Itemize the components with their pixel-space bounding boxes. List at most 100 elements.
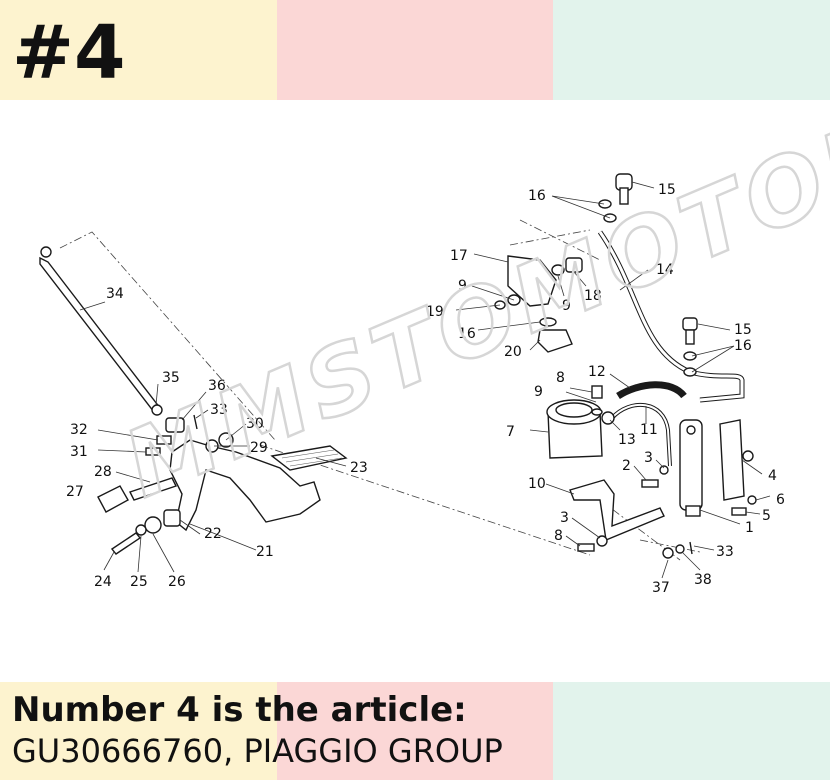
fluid-reservoir-7 xyxy=(546,399,603,459)
callout-label: 33 xyxy=(716,544,734,560)
callout-label: 22 xyxy=(204,526,222,542)
pushrod-34 xyxy=(39,246,162,413)
callout-label: 17 xyxy=(450,248,468,264)
callout-label: 8 xyxy=(556,370,565,386)
bolt-24 xyxy=(110,532,142,555)
split-pin-33-right xyxy=(689,541,693,555)
callout-label: 29 xyxy=(250,440,268,456)
callout-label: 15 xyxy=(734,322,752,338)
alignment-line-upper xyxy=(509,219,601,261)
callout-labels: 1 2 3 3 3 4 5 6 7 8 8 9 9 9 10 11 12 13 … xyxy=(66,182,785,596)
callout-label: 18 xyxy=(584,288,602,304)
callout-label: 33 xyxy=(210,402,228,418)
footer-band-pink xyxy=(276,682,554,780)
banjo-bolt-15-lower xyxy=(682,317,698,345)
callout-label: 32 xyxy=(70,422,88,438)
callout-label: 27 xyxy=(66,484,84,500)
footer-band xyxy=(0,682,830,780)
washer-9-lower xyxy=(551,264,565,276)
fitting-18 xyxy=(565,257,583,273)
bracket-4-stud xyxy=(742,450,754,462)
article-caption: Number 4 is the article: GU30666760, PIA… xyxy=(12,690,503,772)
clevis-36 xyxy=(165,417,185,433)
callout-label: 3 xyxy=(644,450,653,466)
callout-label: 12 xyxy=(588,364,606,380)
bushing-22 xyxy=(163,509,181,527)
washer-3-lower xyxy=(596,535,608,547)
callout-label: 16 xyxy=(734,338,752,354)
washer-16-lower-a xyxy=(683,351,697,361)
callout-label: 6 xyxy=(776,492,785,508)
caption-article-number: GU30666760, PIAGGIO GROUP xyxy=(12,732,503,770)
callout-label: 23 xyxy=(350,460,368,476)
leader-lines xyxy=(79,181,771,579)
split-pin-33-left xyxy=(193,414,198,430)
callout-label: 26 xyxy=(168,574,186,590)
callout-label: 9 xyxy=(458,278,467,294)
callout-label: 1 xyxy=(745,520,754,536)
callout-label: 19 xyxy=(426,304,444,320)
bolt-32 xyxy=(156,435,172,445)
footer-band-yellow xyxy=(0,682,277,780)
pedal-pad-23 xyxy=(270,445,348,471)
header-band-mint xyxy=(553,0,830,100)
callout-label: 2 xyxy=(622,458,631,474)
master-cylinder-1 xyxy=(679,419,703,517)
callout-label: 24 xyxy=(94,574,112,590)
callout-label: 9 xyxy=(534,384,543,400)
callout-label: 38 xyxy=(694,572,712,588)
hose-sleeve-12 xyxy=(616,381,687,400)
callout-label: 28 xyxy=(94,464,112,480)
callout-label: 20 xyxy=(504,344,522,360)
bracket-17 xyxy=(507,255,557,307)
bolt-8-upper xyxy=(591,385,603,399)
bolt-8-lower xyxy=(577,543,595,552)
alignment-line-center xyxy=(259,444,591,556)
stop-rubber-27 xyxy=(97,485,129,513)
callout-label: 4 xyxy=(768,468,777,484)
callout-label: 14 xyxy=(656,262,674,278)
callout-label: 37 xyxy=(652,580,670,596)
washer-16-top-a xyxy=(598,199,612,209)
caption-heading: Number 4 is the article: xyxy=(12,690,467,730)
callout-label: 15 xyxy=(658,182,676,198)
callout-label: 16 xyxy=(528,188,546,204)
washer-6 xyxy=(747,495,757,505)
bolt-31 xyxy=(145,447,161,456)
bolt-5 xyxy=(731,507,747,516)
washer-9-reservoir xyxy=(591,408,603,416)
nut-25 xyxy=(135,524,147,536)
callout-label: 30 xyxy=(246,416,264,432)
washer-38 xyxy=(675,544,685,554)
washer-26 xyxy=(144,516,162,534)
callout-label: 16 xyxy=(458,326,476,342)
header-band-pink xyxy=(276,0,554,100)
callout-label: 34 xyxy=(106,286,124,302)
callout-label: 13 xyxy=(618,432,636,448)
header-band-yellow xyxy=(0,0,277,100)
bracket-10 xyxy=(569,479,665,541)
callout-label: 9 xyxy=(562,298,571,314)
part-number-title: #4 xyxy=(12,10,126,96)
exploded-parts-diagram: 1 2 3 3 3 4 5 6 7 8 8 9 9 9 10 11 12 13 … xyxy=(39,173,785,596)
alignment-line-left xyxy=(59,231,276,441)
callout-label: 35 xyxy=(162,370,180,386)
callout-label: 8 xyxy=(554,528,563,544)
pin-28 xyxy=(129,477,177,501)
callout-label: 21 xyxy=(256,544,274,560)
bracket-4 xyxy=(719,419,745,501)
bolt-2 xyxy=(641,479,659,488)
callout-label: 25 xyxy=(130,574,148,590)
footer-band-mint xyxy=(553,682,830,780)
callout-label: 7 xyxy=(506,424,515,440)
callout-label: 3 xyxy=(560,510,569,526)
callout-label: 11 xyxy=(640,422,658,438)
washer-37 xyxy=(662,547,674,559)
washer-16-lower-b xyxy=(683,367,697,377)
callout-label: 36 xyxy=(208,378,226,394)
pressure-switch-20 xyxy=(537,317,573,353)
callout-label: 31 xyxy=(70,444,88,460)
header-band xyxy=(0,0,830,100)
banjo-bolt-15-top xyxy=(615,173,633,205)
callout-label: 10 xyxy=(528,476,546,492)
